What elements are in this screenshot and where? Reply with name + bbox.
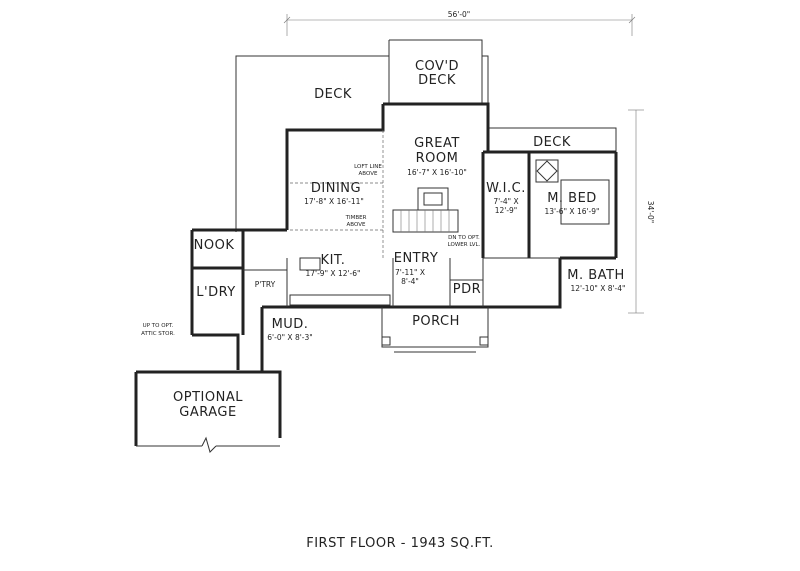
interior-walls	[192, 152, 560, 335]
garage-outline	[134, 370, 282, 453]
dn-note-1: DN TO OPT.	[448, 235, 480, 241]
garage-label-1: OPTIONAL	[173, 390, 243, 405]
deck-right-label: DECK	[533, 135, 571, 150]
wic-size-2: 12'-9"	[495, 206, 518, 215]
great-room-label-1: GREAT	[414, 136, 460, 151]
great-room-size: 16'-7" X 16'-10"	[407, 168, 467, 177]
attic-note-2: ATTIC STOR.	[141, 331, 175, 337]
porch-label: PORCH	[412, 314, 460, 329]
floor-caption: FIRST FLOOR - 1943 SQ.FT.	[306, 536, 494, 551]
covd-deck-label-2: DECK	[418, 73, 456, 88]
wic-size-1: 7'-4" X	[493, 197, 518, 206]
ldry-label: L'DRY	[196, 285, 235, 300]
m-bed-label: M. BED	[547, 191, 597, 206]
kitchen-counter	[289, 257, 391, 306]
dining-label: DINING	[311, 181, 361, 196]
loft-line-note-1: LOFT LINE	[354, 164, 382, 170]
great-room-label-2: ROOM	[416, 151, 459, 166]
porch-outline	[381, 307, 489, 353]
kit-label: KIT.	[321, 253, 346, 268]
pdr-label: PDR	[453, 282, 481, 297]
fireplace	[417, 187, 449, 211]
nook-label: NOOK	[194, 238, 235, 253]
dimension-width: 56'-0"	[283, 10, 636, 36]
timber-note-2: ABOVE	[347, 222, 366, 228]
entry-size-2: 8'-4"	[401, 277, 419, 286]
m-bath-label: M. BATH	[567, 268, 625, 283]
mud-label: MUD.	[272, 317, 309, 332]
dining-size: 17'-8" X 16'-11"	[304, 197, 364, 206]
bed	[535, 159, 610, 225]
m-bed-size: 13'-6" X 16'-9"	[545, 207, 600, 216]
dn-note-2: LOWER LVL.	[448, 242, 481, 248]
mud-size: 6'-0" X 8'-3"	[267, 333, 312, 342]
m-bath-size: 12'-10" X 8'-4"	[571, 284, 626, 293]
loft-line-note-2: ABOVE	[359, 171, 378, 177]
timber-note-1: TIMBER	[345, 215, 367, 221]
kit-size: 17'-9" X 12'-6"	[306, 269, 361, 278]
attic-note-1: UP TO OPT.	[143, 323, 174, 329]
overall-depth-label: 34'-0"	[646, 201, 655, 224]
garage-label-2: GARAGE	[179, 405, 236, 420]
dimension-depth: 34'-0"	[628, 109, 655, 314]
overall-width-label: 56'-0"	[448, 10, 471, 19]
exterior-walls	[190, 102, 618, 372]
deck-label: DECK	[314, 87, 352, 102]
wic-label: W.I.C.	[486, 181, 526, 196]
ptry-label: P'TRY	[255, 280, 276, 289]
covd-deck-label-1: COV'D	[415, 59, 459, 74]
entry-size-1: 7'-11" X	[395, 268, 425, 277]
entry-label: ENTRY	[394, 251, 439, 266]
stair	[392, 209, 459, 233]
